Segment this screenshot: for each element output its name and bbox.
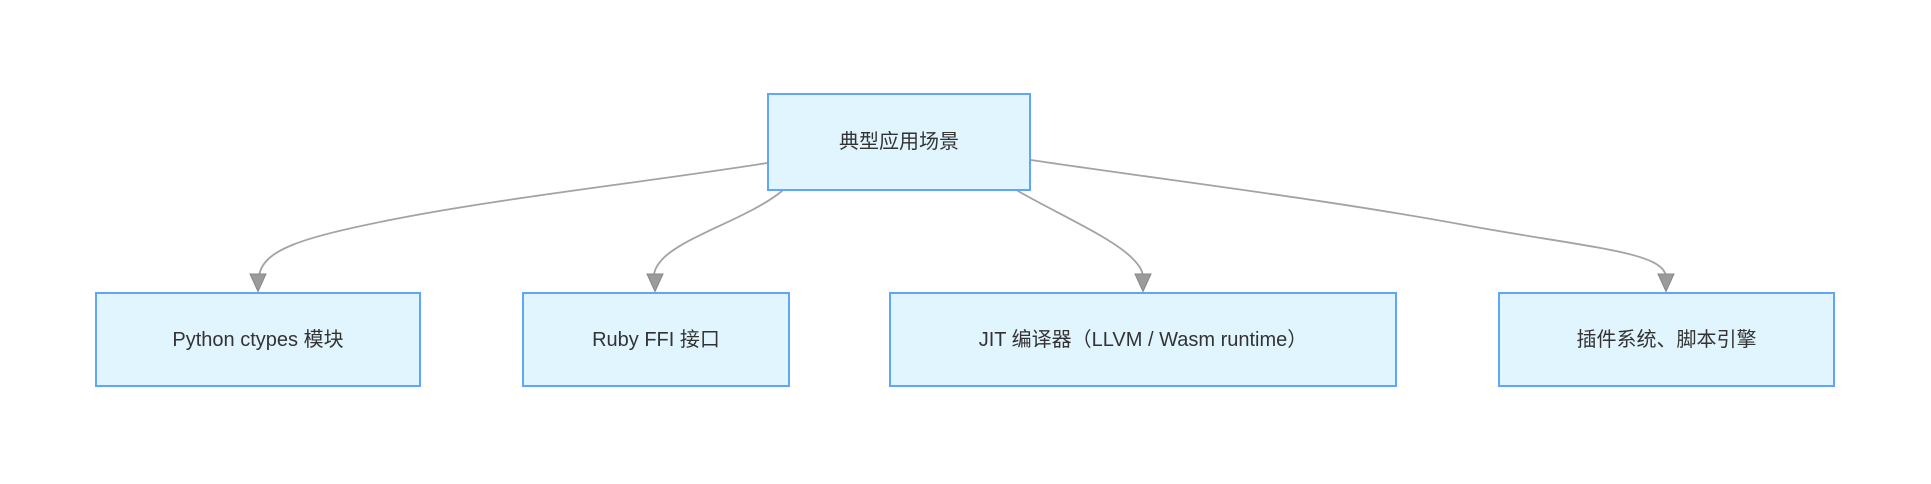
arrowhead-jit-compiler	[1134, 273, 1152, 293]
node-root-label: 典型应用场景	[839, 131, 959, 153]
node-jit-compiler-label: JIT 编译器（LLVM / Wasm runtime）	[978, 328, 1308, 351]
arrowhead-python-ctypes	[249, 273, 267, 293]
edge-root-to-python-ctypes	[258, 162, 768, 277]
edge-root-to-ruby-ffi	[653, 190, 783, 277]
arrowhead-plugin-system	[1657, 273, 1675, 293]
node-ruby-ffi: Ruby FFI 接口	[522, 292, 790, 387]
node-jit-compiler: JIT 编译器（LLVM / Wasm runtime）	[889, 292, 1397, 387]
node-plugin-system: 插件系统、脚本引擎	[1498, 292, 1835, 387]
node-root: 典型应用场景	[767, 93, 1031, 191]
node-python-ctypes-label: Python ctypes 模块	[172, 328, 344, 351]
node-ruby-ffi-label: Ruby FFI 接口	[592, 328, 720, 351]
arrowhead-ruby-ffi	[646, 273, 664, 293]
node-plugin-system-label: 插件系统、脚本引擎	[1576, 328, 1757, 351]
node-python-ctypes: Python ctypes 模块	[95, 292, 421, 387]
edge-root-to-plugin-system	[1030, 159, 1667, 277]
edge-root-to-jit-compiler	[1017, 190, 1144, 277]
